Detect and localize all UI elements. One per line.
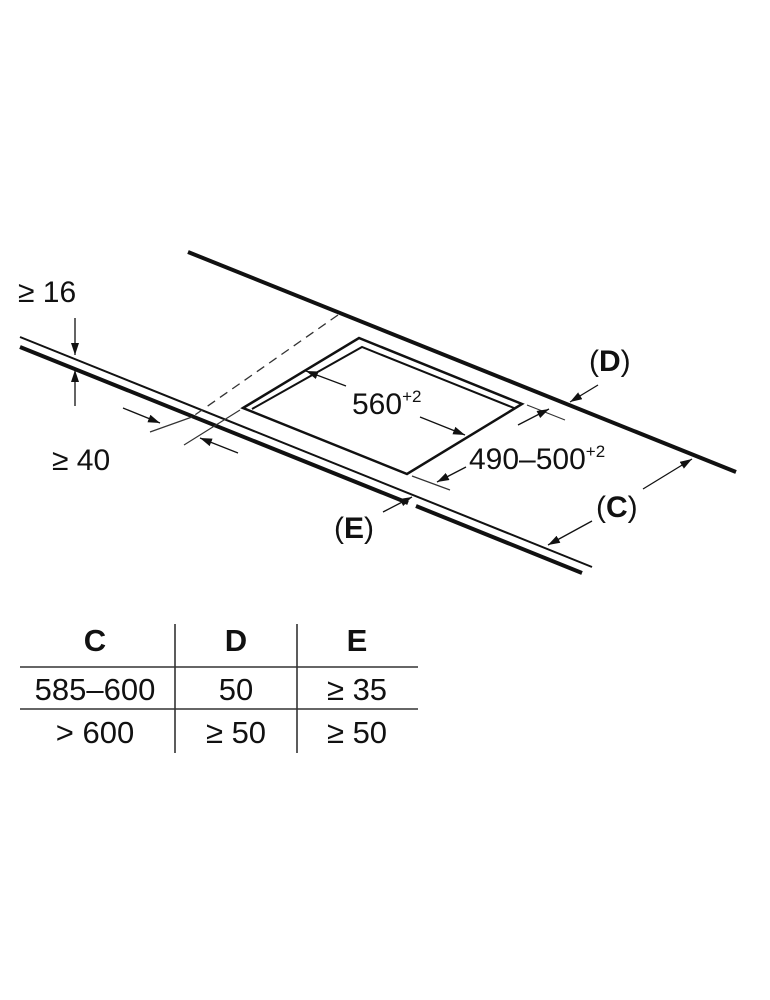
label-min-16: ≥ 16 bbox=[18, 276, 76, 309]
extension-line bbox=[183, 409, 241, 446]
label-width-560: 560+2 bbox=[352, 387, 421, 421]
worktop-front-edge-bottom bbox=[19, 345, 583, 575]
label-depth-490-500: 490–500+2 bbox=[469, 442, 605, 476]
arrow-icon bbox=[122, 407, 161, 424]
table-cell: ≥ 50 bbox=[327, 715, 387, 750]
table-cell: ≥ 35 bbox=[327, 672, 387, 707]
arrow-icon bbox=[305, 370, 347, 387]
arrow-icon bbox=[382, 496, 413, 513]
worktop-front-edge-top bbox=[19, 336, 593, 568]
extension-line bbox=[411, 475, 451, 491]
clearance-table: C D E 585–600 50 ≥ 35 > 600 ≥ 50 ≥ 50 bbox=[20, 623, 418, 753]
label-min-40: ≥ 40 bbox=[52, 444, 110, 477]
cutout-outline bbox=[240, 336, 525, 476]
worktop-back-edge bbox=[187, 250, 737, 474]
arrow-icon bbox=[517, 408, 550, 426]
table-cell: > 600 bbox=[56, 715, 134, 750]
label-d: (D) bbox=[589, 345, 631, 378]
arrow-icon bbox=[569, 384, 599, 403]
label-e: (E) bbox=[334, 512, 374, 545]
table-header-c: C bbox=[84, 623, 106, 658]
arrow-icon bbox=[199, 437, 239, 454]
arrow-icon bbox=[642, 458, 693, 490]
table-header-e: E bbox=[347, 623, 368, 658]
table-cell: 585–600 bbox=[35, 672, 156, 707]
arrow-icon bbox=[419, 416, 466, 436]
table-cell: 50 bbox=[219, 672, 253, 707]
arrow-icon bbox=[547, 520, 593, 546]
arrow-icon bbox=[436, 466, 467, 483]
extension-line bbox=[149, 416, 193, 433]
table-cell: ≥ 50 bbox=[206, 715, 266, 750]
table-header-d: D bbox=[225, 623, 247, 658]
label-c: (C) bbox=[596, 491, 638, 524]
cutout-inner-lip bbox=[251, 345, 515, 410]
